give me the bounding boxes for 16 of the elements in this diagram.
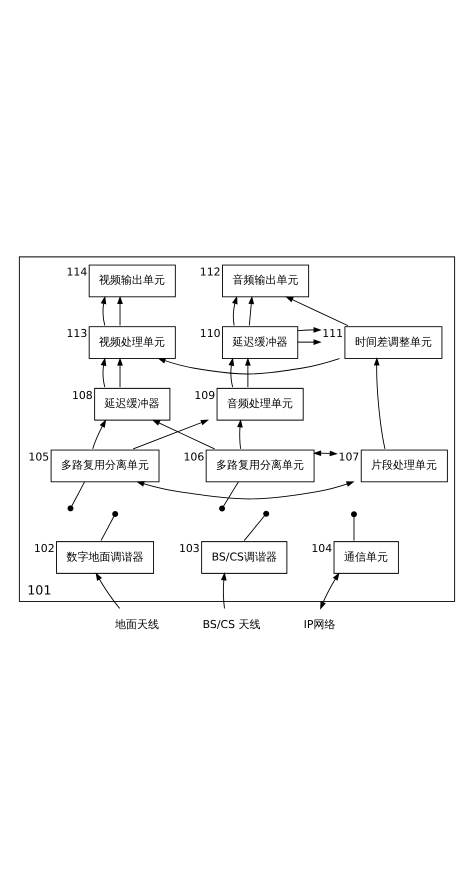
node-text: BS/CS 天线 (202, 618, 260, 631)
node-label: 108 (72, 388, 93, 402)
node-label: 105 (28, 450, 50, 464)
node-text: IP网络 (304, 618, 336, 631)
node-label: 111 (322, 327, 344, 340)
node-label: 112 (200, 266, 221, 279)
node-label: 114 (66, 266, 88, 279)
node-label: 103 (178, 542, 200, 556)
node-label: 102 (34, 542, 55, 556)
node-label: 104 (311, 542, 332, 556)
node-text: 地面天线 (115, 618, 160, 631)
node-label: 107 (338, 450, 360, 464)
node-label: 110 (200, 327, 221, 340)
node-label: 106 (184, 450, 204, 464)
node-label: 113 (66, 327, 88, 340)
node-label: 109 (194, 388, 216, 402)
